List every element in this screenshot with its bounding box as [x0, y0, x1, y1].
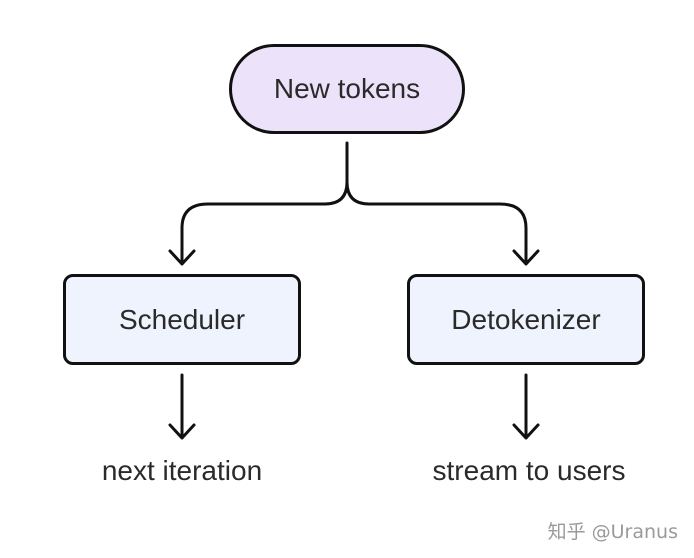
arrowhead-scheduler-down	[168, 423, 196, 440]
arrowhead-detokenizer-down	[512, 423, 540, 440]
node-scheduler-label: Scheduler	[118, 303, 246, 335]
caption-next-iteration: next iteration	[101, 455, 263, 486]
watermark-text: 知乎 @Uranus	[547, 521, 678, 543]
node-detokenizer-label: Detokenizer	[451, 303, 601, 335]
node-detokenizer: Detokenizer	[407, 274, 645, 365]
arrowhead-to-scheduler	[168, 249, 196, 266]
caption-stream-to-users: stream to users	[432, 455, 626, 486]
node-new-tokens: New tokens	[229, 44, 465, 134]
split-connector-right	[345, 180, 528, 265]
node-scheduler: Scheduler	[63, 274, 301, 365]
arrowhead-to-detokenizer	[512, 249, 540, 266]
node-new-tokens-label: New tokens	[273, 73, 421, 104]
split-connector-left	[180, 141, 349, 265]
